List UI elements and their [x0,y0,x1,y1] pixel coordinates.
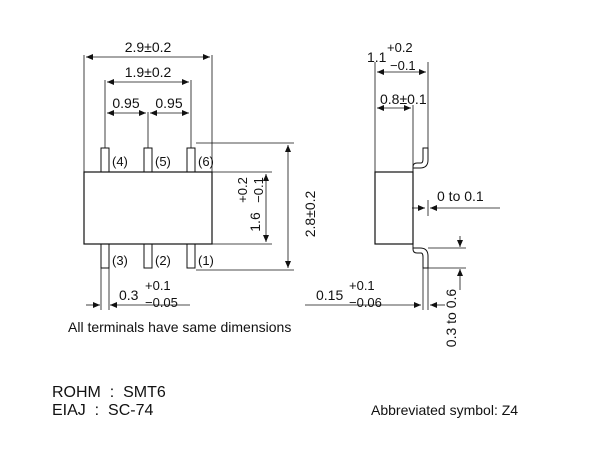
dim-body-height-minus: −0.1 [251,177,266,203]
dim-lead-width-minus: −0.05 [145,295,178,310]
pin-label-5: (5) [155,154,171,169]
terminals-note: All terminals have same dimensions [68,319,291,335]
dim-lead-thickness-plus: +0.1 [349,278,375,293]
dim-body-height-base: 1.6 [247,212,263,232]
lead-1 [186,243,196,269]
dim-pitch-right-label: 0.95 [155,95,182,111]
dim-lead-thickness-base: 0.15 [316,287,343,303]
rohm-package-line: ROHM : SMT6 [52,384,166,401]
eiaj-package-line: EIAJ : SC-74 [52,402,154,419]
dim-body-thickness-label: 0.8±0.1 [380,91,427,107]
pin-label-2: (2) [155,253,171,268]
lead-5 [143,147,153,173]
abbreviated-symbol: Abbreviated symbol: Z4 [371,402,519,418]
top-view: 2.9±0.2 1.9±0.2 0.95 0.95 (4) (5) (6) (3… [68,39,318,335]
side-view: 1.1 +0.2 −0.1 0.8±0.1 0 to 0.1 0.15 +0.1… [305,40,500,347]
dim-body-height-label: 1.6 +0.2 −0.1 [235,177,266,232]
dim-standoff-label: 0 to 0.1 [437,188,484,204]
dim-side-height-base: 1.1 [367,49,387,65]
dim-body-width-label: 1.9±0.2 [125,64,172,80]
pin-label-4: (4) [112,154,128,169]
dim-lead-thickness-minus: −0.06 [349,295,382,310]
package-body-side [374,171,414,245]
dim-lead-width-base: 0.3 [119,287,139,303]
lead-4 [100,147,110,173]
dim-lead-length-label: 0.3 to 0.6 [443,289,459,348]
dim-total-height-label: 2.8±0.2 [302,190,318,237]
lead-2 [143,243,153,269]
lead-6 [186,147,196,173]
dim-side-height-plus: +0.2 [387,40,413,55]
dim-body-height-plus: +0.2 [235,177,250,203]
lead-3 [100,243,110,269]
dim-lead-width-plus: +0.1 [145,278,171,293]
side-lead-bottom [412,243,429,269]
dim-pitch-left-label: 0.95 [112,95,139,111]
package-body-top [83,171,213,245]
pin-label-3: (3) [112,253,128,268]
dim-side-height-minus: −0.1 [390,58,416,73]
side-lead-top [412,147,429,173]
pin-label-6: (6) [198,154,214,169]
pin-label-1: (1) [198,253,214,268]
dim-total-width-label: 2.9±0.2 [125,39,172,55]
